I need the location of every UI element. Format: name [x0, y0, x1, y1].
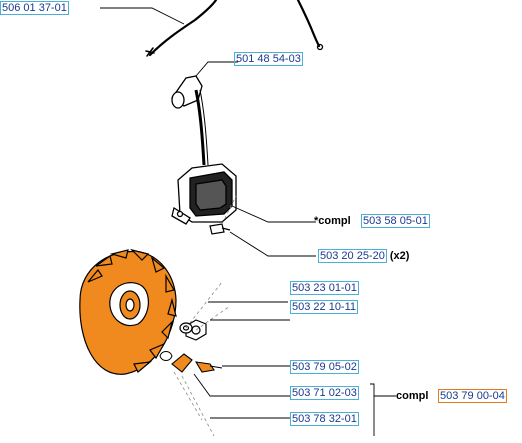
- label-coil-prefix: *compl: [314, 215, 351, 227]
- flywheel: [79, 248, 177, 375]
- label-coil: 503 58 05-01: [361, 214, 430, 228]
- label-pawl: 503 71 02-03: [290, 386, 359, 400]
- label-screw: 503 20 25-20(x2): [318, 249, 410, 263]
- ignition-coil: [171, 163, 237, 225]
- label-nut: 503 23 01-01: [290, 281, 359, 295]
- assembly-lines: [173, 195, 237, 437]
- coil-screw: [209, 223, 231, 235]
- label-pawl-screw: 503 79 05-02: [290, 360, 359, 374]
- starter-pawl-parts: [159, 350, 223, 373]
- screw-quantity: (x2): [389, 250, 410, 262]
- label-wire: 506 01 37-01: [0, 1, 69, 15]
- label-spring: 503 78 32-01: [290, 412, 359, 426]
- label-kit-prefix: compl: [396, 390, 429, 402]
- label-spark-cap: 501 48 54-03: [234, 52, 303, 66]
- label-washer: 503 22 10-11: [290, 300, 359, 314]
- leader-lines: [100, 7, 396, 436]
- spark-plug-cap: [171, 75, 209, 166]
- label-kit: 503 79 00-04: [438, 389, 507, 403]
- ignition-wire: [145, 0, 324, 57]
